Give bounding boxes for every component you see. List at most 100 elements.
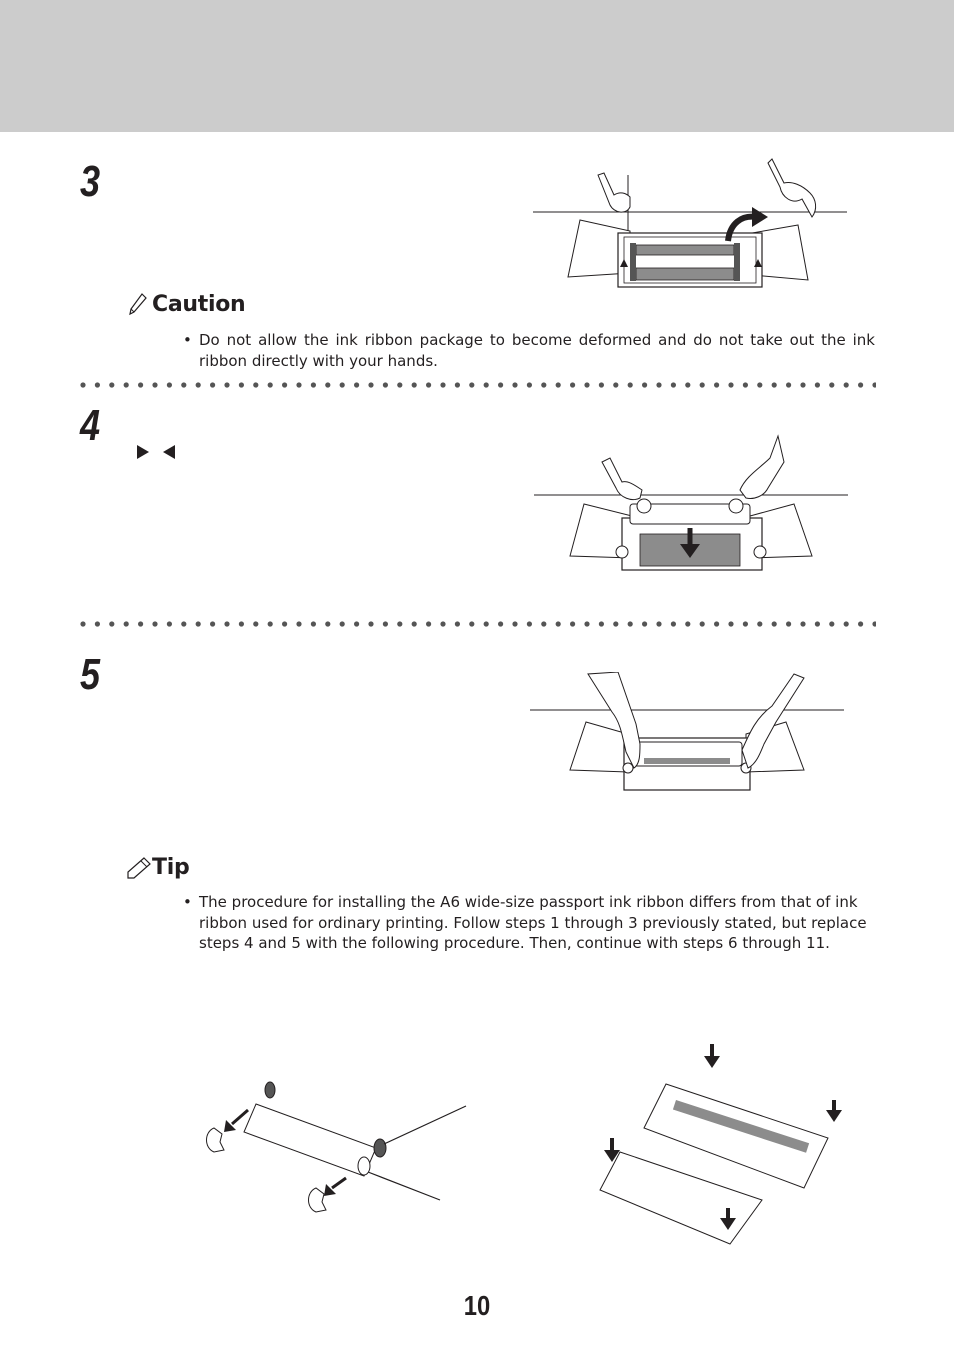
triangle-left-icon [162,444,176,460]
divider-dot [642,621,647,626]
divider-dot [268,382,273,387]
divider-dot [282,621,287,626]
divider-dot [512,382,517,387]
divider-dot [282,382,287,387]
divider-dot [541,382,546,387]
divider-dot [325,621,330,626]
divider-dot [613,382,618,387]
divider-dot [685,382,690,387]
divider-dot [800,621,805,626]
divider-dot [368,382,373,387]
divider-dot [541,621,546,626]
header-band [0,0,954,132]
divider-dot [599,621,604,626]
divider-dot [196,382,201,387]
divider-dot [412,382,417,387]
divider-dot [484,621,489,626]
divider-dot [268,621,273,626]
divider-dot [858,382,863,387]
divider-dot [340,621,345,626]
divider-dot [80,621,85,626]
divider-dot [426,621,431,626]
divider-dot [815,621,820,626]
divider-dot [167,382,172,387]
divider-dot [354,621,359,626]
divider-dot [138,621,143,626]
divider-dot [138,382,143,387]
divider-dot [556,621,561,626]
divider-dot [354,382,359,387]
divider-dot [527,621,532,626]
divider-dot [210,382,215,387]
tip-text: The procedure for installing the A6 wide… [183,892,875,954]
divider-dot [671,621,676,626]
divider-dot [152,382,157,387]
step-3-number: 3 [80,160,100,204]
divider-dot [858,621,863,626]
divider-dot [440,621,445,626]
divider-dot [570,382,575,387]
divider-dot [844,621,849,626]
divider-dot [311,382,316,387]
divider-dot [700,382,705,387]
divider-dot [584,382,589,387]
triangle-right-icon [136,444,150,460]
page-number: 10 [72,1290,883,1322]
divider-dot [671,382,676,387]
divider-dot [167,621,172,626]
divider-dot [383,621,388,626]
divider-dot [728,382,733,387]
divider-dot [469,621,474,626]
divider-dot [397,382,402,387]
caution-heading: Caution [152,292,245,318]
divider-dot [455,621,460,626]
step-4-illustration [532,432,850,580]
divider-dot [95,621,100,626]
divider-dot [239,621,244,626]
tip-heading: Tip [152,855,189,881]
divider-dot [512,621,517,626]
divider-dot [714,382,719,387]
divider-dot [815,382,820,387]
divider-dot [642,382,647,387]
divider-dot [584,621,589,626]
step-3-illustration [530,155,850,295]
divider-dot [152,621,157,626]
divider-dot [570,621,575,626]
divider-dot [253,621,258,626]
divider-dot [484,382,489,387]
divider-dot [224,382,229,387]
divider-dot [426,382,431,387]
divider-dot [527,382,532,387]
divider-dot [253,382,258,387]
divider-dot [743,621,748,626]
divider-dot [628,382,633,387]
divider-dot [325,382,330,387]
divider-dot [80,382,85,387]
divider-dot [714,621,719,626]
divider-dot [109,382,114,387]
step-5-illustration [528,672,846,794]
divider-dot [412,621,417,626]
section-divider [80,620,876,628]
divider-dot [772,621,777,626]
divider-dot [181,382,186,387]
divider-dot [368,621,373,626]
divider-dot [224,621,229,626]
divider-dot [829,621,834,626]
divider-dot [95,382,100,387]
divider-dot [196,621,201,626]
divider-dot [628,621,633,626]
divider-dot [109,621,114,626]
divider-dot [440,382,445,387]
passport-ribbon-spool-illustration [196,1076,470,1220]
divider-dot [757,382,762,387]
divider-dot [498,382,503,387]
divider-dot [872,382,876,387]
divider-dot [124,621,129,626]
divider-dot [844,382,849,387]
divider-dot [469,382,474,387]
divider-dot [181,621,186,626]
divider-dot [786,382,791,387]
caution-pen-icon [126,292,148,318]
